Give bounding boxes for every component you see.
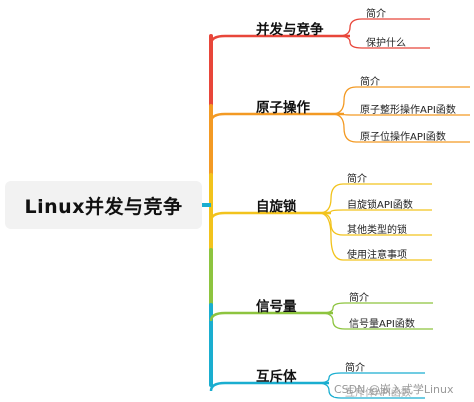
- leaf-connector: [320, 312, 433, 330]
- branch-connector: [209, 34, 350, 45]
- leaf-label: 原子位操作API函数: [360, 132, 446, 143]
- leaf-connector: [318, 212, 432, 236]
- leaf-label: 简介: [345, 363, 365, 374]
- leaf-connector: [316, 382, 425, 399]
- leaf-connector: [318, 183, 432, 214]
- leaf-label: 信号量API函数: [349, 319, 415, 330]
- watermark: CSDN @嵌入式学Linux: [334, 381, 454, 397]
- leaf-connector: [337, 18, 430, 37]
- branch-label: 并发与竞争: [256, 22, 324, 38]
- branch-connector: [209, 112, 344, 123]
- branch-label: 信号量: [256, 299, 297, 315]
- leaf-connector: [318, 212, 432, 261]
- leaf-connector: [318, 209, 432, 214]
- leaf-label: 简介: [349, 293, 369, 304]
- branch-label: 原子操作: [256, 100, 310, 116]
- leaf-label: 简介: [360, 77, 380, 88]
- leaf-label: 自旋锁API函数: [347, 200, 413, 211]
- branch-connector: [209, 311, 333, 322]
- leaf-label: 使用注意事项: [347, 250, 407, 261]
- root-label: Linux并发与竞争: [24, 195, 183, 218]
- leaf-label: 原子整形操作API函数: [360, 105, 456, 116]
- root-node: Linux并发与竞争: [5, 181, 202, 229]
- leaf-label: 简介: [347, 174, 367, 185]
- leaf-label: 其他类型的锁: [347, 225, 407, 236]
- branch-label: 互斥体: [256, 369, 297, 385]
- leaf-connector: [316, 372, 425, 384]
- branch-connector: [209, 211, 331, 222]
- leaf-connector: [320, 302, 433, 314]
- leaf-label: 保护什么: [366, 38, 406, 49]
- leaf-label: 简介: [366, 9, 386, 20]
- leaf-connector: [331, 113, 470, 116]
- leaf-connector: [337, 35, 430, 49]
- leaf-connector: [331, 113, 470, 143]
- branch-label: 自旋锁: [256, 199, 297, 215]
- branch-connector: [209, 381, 329, 392]
- leaf-connector: [331, 86, 470, 115]
